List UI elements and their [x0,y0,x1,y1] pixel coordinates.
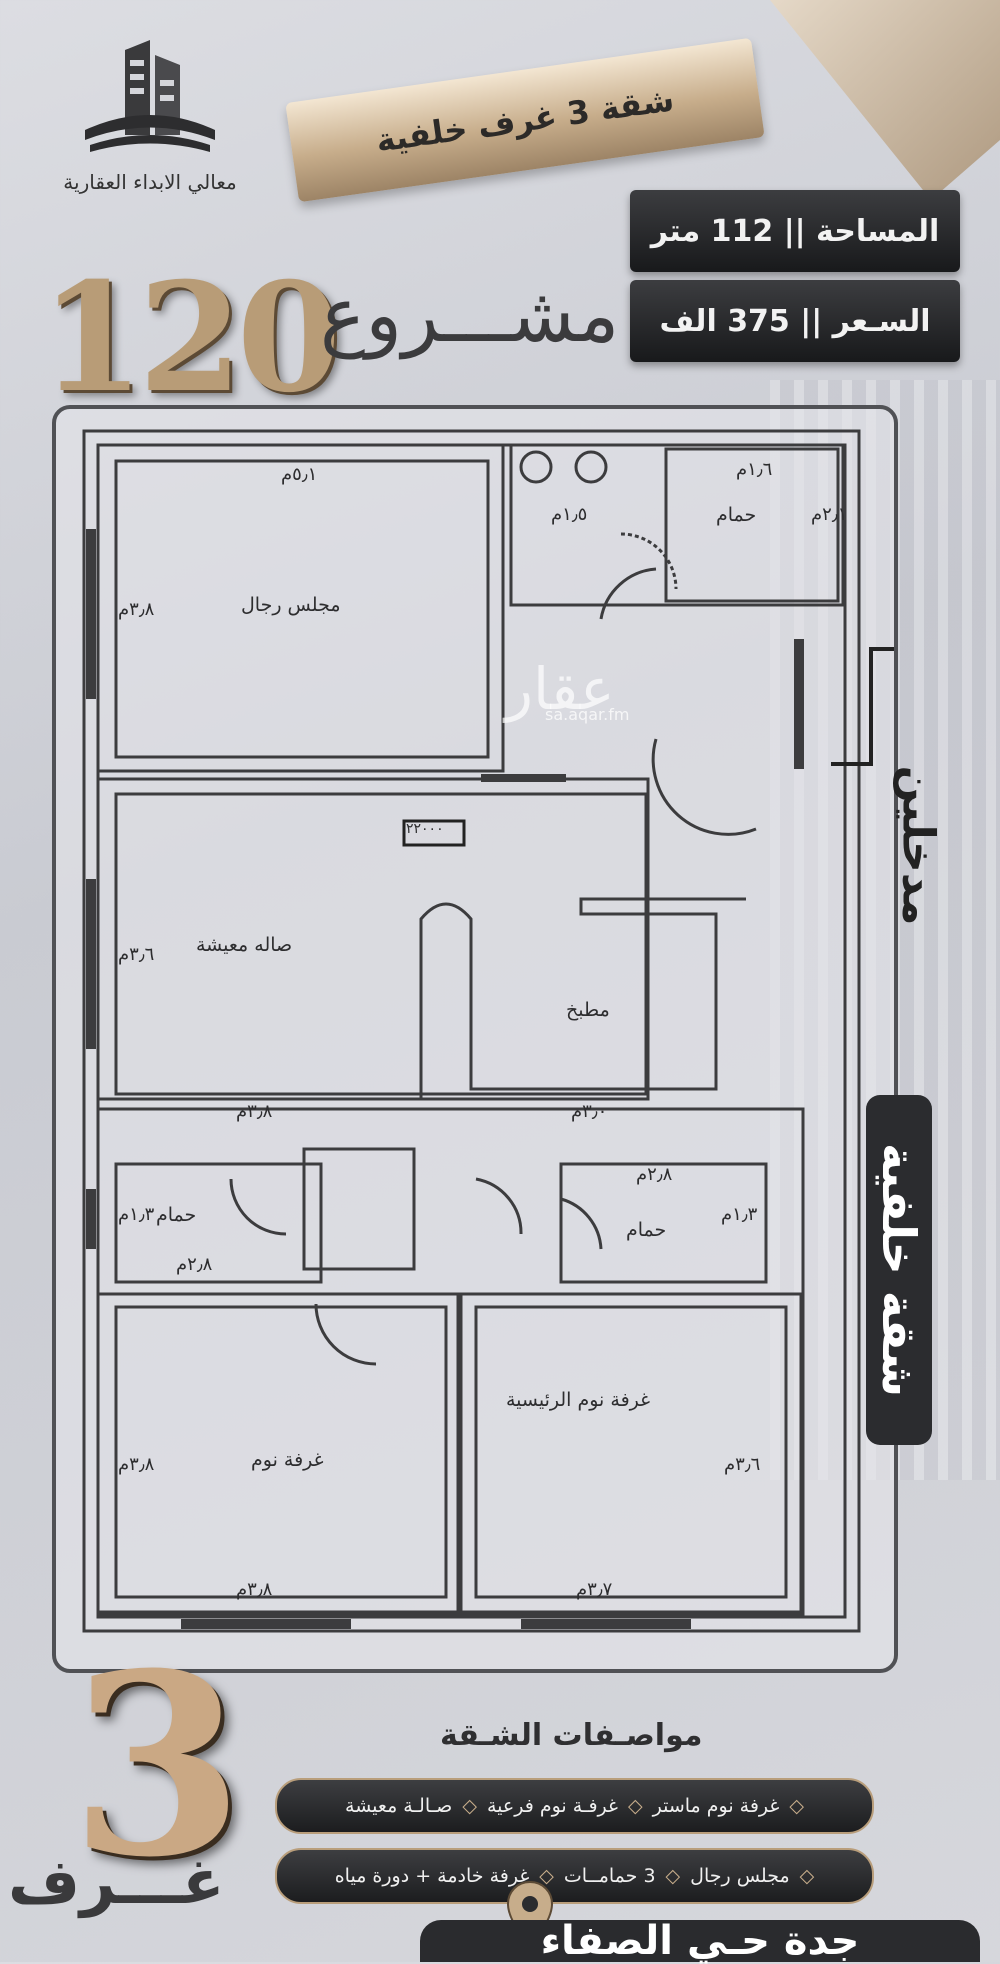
dim-master-height: ٣٫٦م [724,1454,761,1475]
dim-majlis-height: ٣٫٨م [118,599,155,620]
dim-bath-top-height: ٢٫١م [811,504,848,525]
bullet-icon: ◇ [539,1865,554,1887]
dim-bath-right-height: ١٫٣م [721,1204,758,1225]
spec-item: غرفة خادمة + دورة مياه [334,1865,530,1887]
floor-plan: مجلس رجال حمام صاله معيشة مطبخ حمام حمام… [52,405,898,1673]
project-number: 120 [40,250,341,426]
room-majlis: مجلس رجال [241,594,341,616]
bullet-icon: ◇ [799,1865,815,1887]
specs-title: مواصـفات الشـقة [440,1718,703,1753]
title-ribbon: شقة 3 غرف خلفية [285,37,765,203]
company-logo-icon [85,40,215,152]
spec-item: 3 حمامــات [563,1865,656,1887]
project-word: مشـــروع [320,270,620,359]
dim-living-width: ٣٫٨م [236,1101,273,1122]
watermark-logo: عقار [505,655,615,723]
ribbon-title: شقة 3 غرف خلفية [373,80,677,160]
dim-living-height: ٣٫٦م [118,944,155,965]
corner-ribbon-decoration [770,0,1000,200]
room-kitchen: مطبخ [566,999,610,1021]
dim-bath-right-width: ٢٫٨م [636,1164,673,1185]
dim-bedroom-width: ٣٫٨م [236,1579,273,1600]
price-box: السـعر || 375 الف [630,280,960,362]
ac-unit-icon [402,819,466,847]
unit-type-label: شقة خلفية [872,1143,926,1397]
bullet-icon: ◇ [462,1795,477,1817]
bullet-icon: ◇ [627,1795,643,1817]
ac-label: ٢٢٠٠٠ [406,821,444,837]
room-living: صاله معيشة [196,934,293,956]
room-bath-left: حمام [156,1204,197,1226]
specs-row-2: ◇ مجلس رجال ◇ 3 حمامــات ◇ غرفة خادمة + … [275,1848,874,1904]
spec-item: غرفـة نوم فرعية [486,1795,618,1817]
price-label: السـعر || 375 الف [659,303,931,339]
dim-bath-left-height: ١٫٣م [118,1204,155,1225]
room-bedroom: غرفة نوم [251,1449,324,1471]
unit-type-badge: شقة خلفية [866,1095,932,1445]
spec-item: صـالـة معيشة [345,1795,453,1817]
location-label: جدة حـي الصفاء [420,1918,980,1964]
room-master: غرفة نوم الرئيسية [506,1389,651,1411]
rooms-word: غـــرف [8,1845,225,1918]
dim-bath-top-width: ١٫٦م [736,459,773,480]
area-label: المساحة || 112 متر [650,213,940,249]
dim-bath-left-width: ٢٫٨م [176,1254,213,1275]
entrance-label: مدخلين [892,765,944,926]
company-name: معالي الابداء العقارية [63,170,237,194]
dim-bedroom-height: ٣٫٨م [118,1454,155,1475]
bullet-icon: ◇ [789,1795,804,1817]
specs-row-1: ◇ غرفة نوم ماستر ◇ غرفـة نوم فرعية ◇ صـا… [275,1778,874,1834]
floor-plan-walls [82,429,894,1633]
room-bath-top: حمام [716,504,757,526]
dim-master-width: ٣٫٧م [576,1579,613,1600]
watermark-site: sa.aqar.fm [545,705,630,724]
spec-item: مجلس رجال [690,1865,790,1887]
dim-kitchen-width: ٣٫٠م [571,1101,608,1122]
dim-majlis-width: ٥٫١م [281,464,318,485]
room-bath-right: حمام [626,1219,667,1241]
bullet-icon: ◇ [665,1865,681,1887]
spec-item: غرفة نوم ماستر [652,1795,780,1817]
dim-laundry-width: ١٫٥م [551,504,588,525]
rooms-count: 3 [70,1618,244,1912]
area-box: المساحة || 112 متر [630,190,960,272]
